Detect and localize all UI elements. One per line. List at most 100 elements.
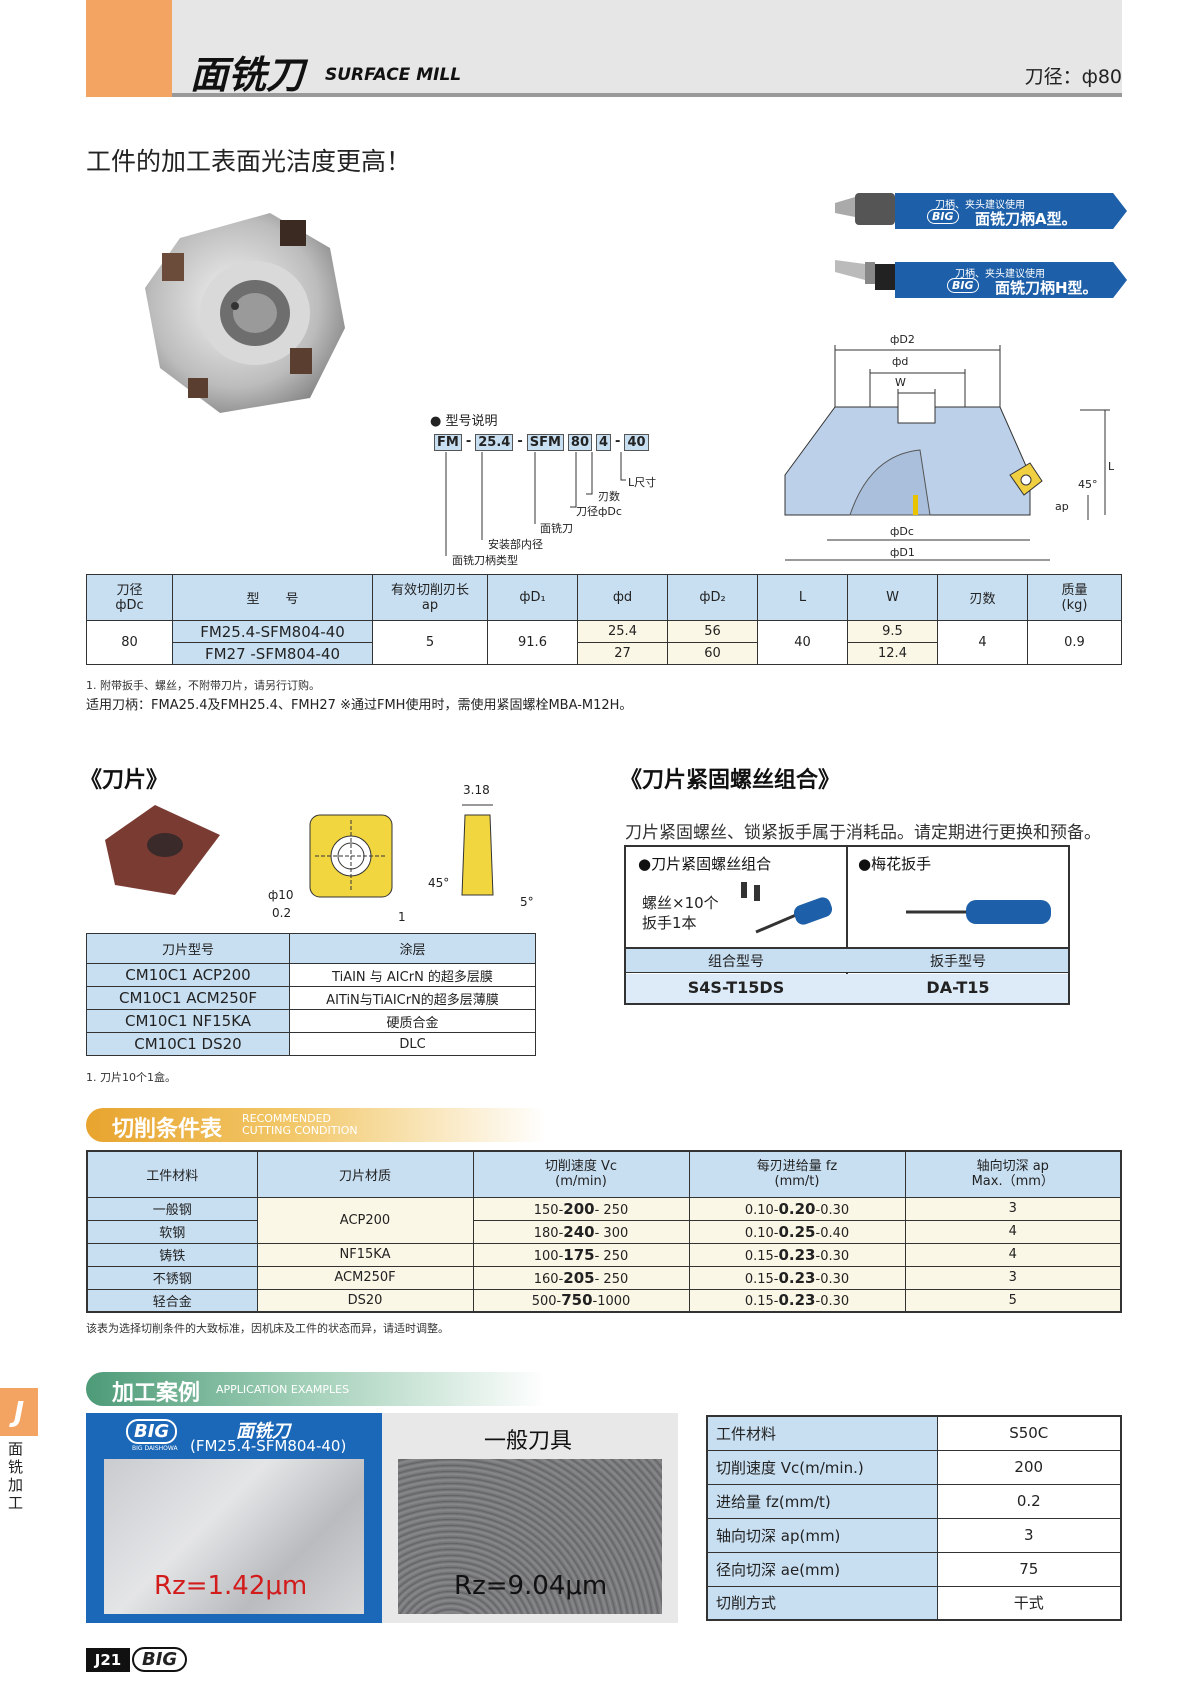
spec-w: 12.4 [847,642,938,665]
general-surface-image [398,1459,662,1614]
insert-model: CM10C1 ACM250F [86,986,290,1010]
vc-min: 150- [533,1202,564,1218]
spec-header: 刀径 фDc [86,574,173,621]
vc-max: - 300 [594,1225,629,1241]
general-name: 一般刀具 [484,1429,573,1454]
param-value: 200 [936,1449,1122,1485]
fz-rec: 0.20 [778,1199,816,1218]
insert-image [105,805,220,895]
model-part: 80 [567,434,592,451]
cutting-header: 每刃进给量 fz (mm/t) [688,1150,906,1198]
insert-model: CM10C1 DS20 [86,1032,290,1056]
side-tab-text: 面铣加工 [8,1440,24,1512]
spec-teeth: 4 [937,620,1028,665]
spec-header: 刃数 [937,574,1028,621]
side-tab-letter: J [13,1395,25,1428]
cutting-material: 不锈钢 [86,1265,258,1290]
param-label: 进给量 fz(mm/t) [706,1483,938,1519]
diameter-label: 刀径：ф80 [1024,66,1122,88]
label-bore: 安装部内径 [488,538,543,551]
spec-header: 质量 (kg) [1027,574,1122,621]
spec-header: L [757,574,848,621]
fz-max: -0.30 [815,1248,850,1264]
cutting-row: 不锈钢 ACM250F 160-205- 250 0.15-0.23-0.30 … [86,1265,1122,1290]
label-holder-type: 面铣刀柄类型 [452,554,518,567]
spec-ap: 5 [372,620,488,665]
big-sub: BIG DAISHOWA [132,1445,178,1452]
param-label: 切削方式 [706,1585,938,1621]
general-rz: Rz=9.04μm [454,1571,608,1601]
header-accent [86,0,172,97]
spec-table: 刀径 фDc 型 号 有效切削刃长 ap фD₁ фd фD₂ L W 刃数 质… [86,574,1122,665]
holder-a-note: 刀柄、夹头建议使用 [935,200,1025,211]
spec-model: FM25.4-SFM804-40 [172,620,373,643]
vc-rec: 240 [563,1222,595,1241]
vc-min: 180- [533,1225,564,1241]
insert-coating: AITiN与TiAICrN的超多层薄膜 [289,986,536,1010]
dim-w: W [895,376,906,389]
vc-max: - 250 [594,1248,629,1264]
holder-a-image [835,193,895,225]
insert-coating: TiAIN 与 AICrN 的超多层膜 [289,963,536,987]
spec-model: FM27 -SFM804-40 [172,642,373,665]
cutting-material: 一般钢 [86,1196,258,1221]
holder-a-banner[interactable]: 刀柄、夹头建议使用 BIG 面铣刀柄A型。 [895,193,1127,229]
param-label: 切削速度 Vc(m/min.) [706,1449,938,1485]
general-example-panel: 一般刀具 Rz=9.04μm [382,1413,678,1623]
vc-rec: 205 [563,1268,595,1287]
spec-l: 40 [757,620,848,665]
dim-dc: фDc [890,525,914,538]
page-header [86,0,1122,97]
insert-dim: 5° [520,895,534,909]
big-example-panel: BIG BIG DAISHOWA 面铣刀 (FM25.4-SFM804-40) … [86,1413,382,1623]
vc-max: - 250 [594,1271,629,1287]
cutting-ribbon: 切削条件表 RECOMMENDED CUTTING CONDITION [86,1108,546,1142]
cutting-title-en1: RECOMMENDED [242,1112,331,1125]
insert-header: 涂层 [289,933,536,964]
examples-title: 加工案例 [112,1381,201,1406]
cutting-material: 铸铁 [86,1242,258,1267]
technical-drawing [784,345,1110,561]
insert-dim: 0.2 [272,906,292,920]
model-code: FM- 25.4- SFM 80 4- 40 [434,434,649,451]
holder-a-name: 面铣刀柄A型。 [975,210,1077,228]
insert-dim: 1 [398,910,406,924]
spec-d1: 91.6 [487,620,578,665]
side-tab[interactable]: J [0,1388,38,1436]
param-value: 0.2 [936,1483,1122,1519]
big-name: 面铣刀 [236,1421,290,1442]
page-title: 面铣刀 [190,53,305,97]
cutting-grade: ACP200 [256,1196,474,1244]
cutting-material: 软钢 [86,1219,258,1244]
big-surface-image [104,1459,364,1614]
model-part: 25.4 [475,434,514,451]
cutting-row: 一般钢 ACP200 150-200- 250 0.10-0.20-0.30 3 [86,1196,1122,1244]
page-title-en: SURFACE MILL [325,65,462,85]
spec-header: фd [577,574,668,621]
insert-dim: ф10 [268,888,294,902]
fz-rec: 0.25 [778,1222,816,1241]
fz-max: -0.40 [815,1225,850,1241]
dim-l: L [1108,460,1115,473]
vc-rec: 175 [563,1245,595,1264]
cutting-row: 轻合金 DS20 500-750-1000 0.15-0.23-0.30 5 [86,1288,1122,1313]
spec-d2: 56 [667,620,758,643]
insert-dim: 45° [428,876,450,890]
fz-max: -0.30 [815,1294,850,1310]
vc-min: 500- [531,1294,562,1310]
model-part: 4 [596,434,612,451]
param-value: S50C [936,1415,1122,1451]
holder-h-banner[interactable]: 刀柄、夹头建议使用 BIG 面铣刀柄H型。 [895,262,1127,298]
screw-desc: 刀片紧固螺丝、锁紧扳手属于消耗品。请定期进行更换和预备。 [625,823,1101,843]
insert-note: 1. 刀片10个1盒。 [86,1071,176,1084]
vc-min: 100- [533,1248,564,1264]
cutting-table: 工件材料 刀片材质 切削速度 Vc (m/min) 每刃进给量 fz (mm/t… [86,1150,1122,1313]
dim-d1: фD1 [890,546,915,559]
vc-max: -1000 [592,1294,631,1310]
param-label: 工件材料 [706,1415,938,1451]
insert-dim: 3.18 [463,783,490,797]
holder-h-name: 面铣刀柄H型。 [995,279,1098,297]
fz-rec: 0.23 [778,1268,816,1287]
